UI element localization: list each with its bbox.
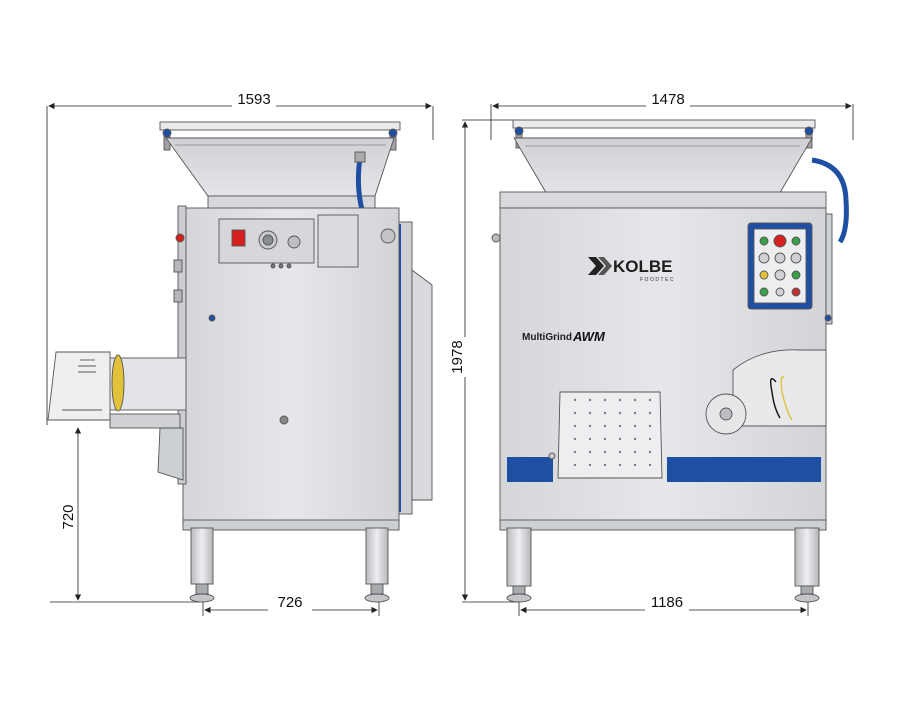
- dim-front-width-legs: 1186: [651, 594, 683, 611]
- model-prefix: MultiGrind: [522, 332, 572, 343]
- model-suffix: AWM: [572, 329, 606, 344]
- brand-name: KOLBE: [613, 257, 673, 276]
- perforation-grid: [573, 398, 652, 467]
- dim-side-depth-legs: 726: [277, 594, 302, 611]
- dim-total-height: 1978: [449, 340, 466, 373]
- dim-front-width: 1478: [651, 91, 684, 108]
- side-view-machine: [47, 121, 433, 603]
- dimension-labels: 1593 1478 1978 720 726 1186: [60, 90, 690, 612]
- front-view-machine: KOLBE FOODTEC MultiGrind AWM: [491, 119, 849, 603]
- kolbe-logo-icon: [588, 257, 612, 275]
- brand-tagline: FOODTEC: [640, 277, 675, 283]
- dim-side-width: 1593: [237, 91, 270, 108]
- dim-outlet-height: 720: [60, 504, 77, 529]
